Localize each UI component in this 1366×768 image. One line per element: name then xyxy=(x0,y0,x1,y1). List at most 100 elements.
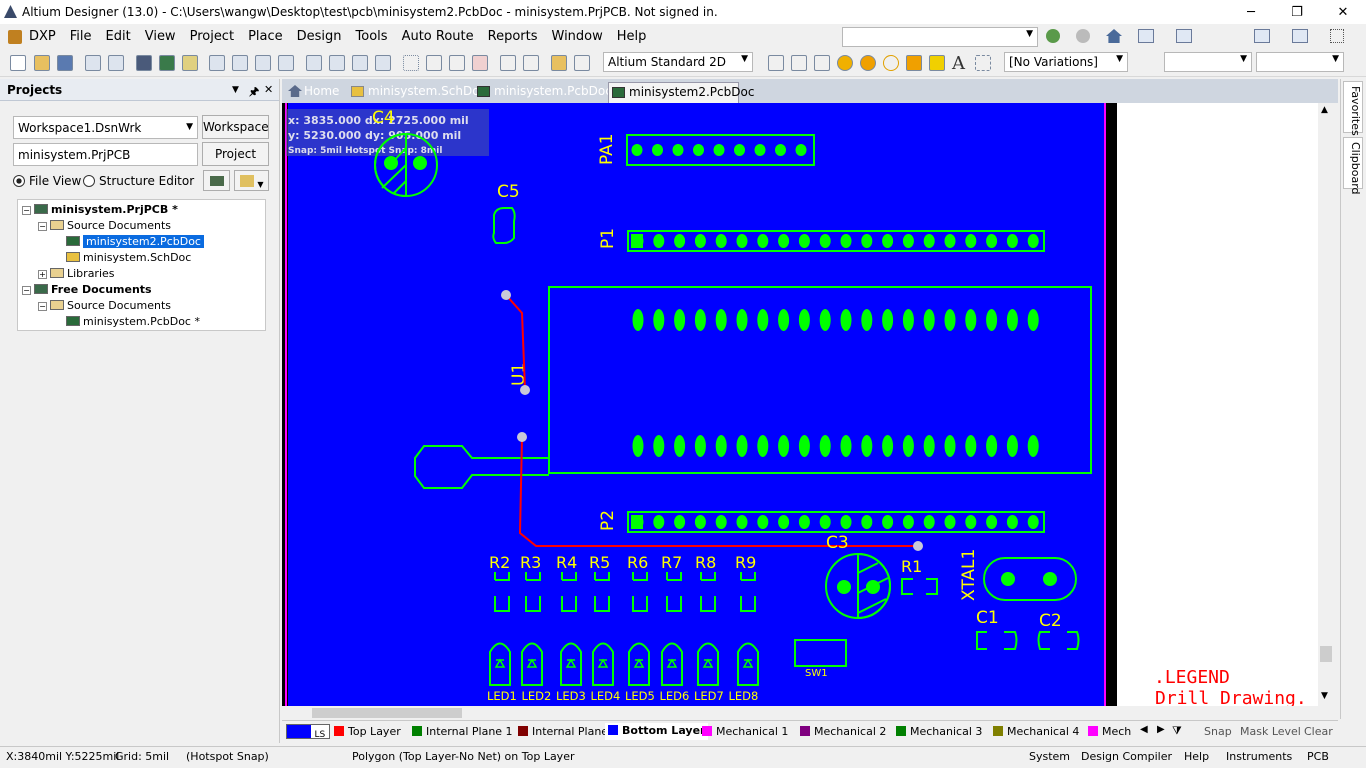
menu-view[interactable]: View xyxy=(144,29,176,44)
expand-icon[interactable]: − xyxy=(22,286,31,295)
pcb-button[interactable]: PCB xyxy=(1307,750,1329,763)
layer-tab[interactable]: Mech xyxy=(1088,725,1131,738)
pin-icon[interactable]: 🖈 xyxy=(249,85,260,98)
compile-button[interactable] xyxy=(203,170,230,191)
layer-tab[interactable]: Top Layer xyxy=(334,725,401,738)
rubber-stamp-icon[interactable] xyxy=(375,55,391,71)
expand-icon[interactable]: − xyxy=(38,222,47,231)
zoom-fit-icon[interactable] xyxy=(209,55,225,71)
vertical-scrollbar[interactable]: ▲ ▼ xyxy=(1318,103,1334,706)
copy-icon[interactable] xyxy=(329,55,345,71)
layer-tab[interactable]: Mechanical 1 xyxy=(702,725,788,738)
structure-editor-radio[interactable]: Structure Editor xyxy=(83,174,194,188)
tab-schdoc[interactable]: minisystem.SchDoc xyxy=(348,82,486,103)
tree-item[interactable]: −Free Documents xyxy=(22,282,152,298)
tree-item[interactable]: minisystem2.PcbDoc xyxy=(54,234,204,250)
cut-icon[interactable] xyxy=(306,55,322,71)
filter-select[interactable]: ▼ xyxy=(1164,52,1252,72)
new-file-icon[interactable] xyxy=(10,55,26,71)
layer-tab[interactable]: Mechanical 3 xyxy=(896,725,982,738)
layer-tab[interactable]: Mechanical 2 xyxy=(800,725,886,738)
print-icon[interactable] xyxy=(85,55,101,71)
project-field[interactable]: minisystem.PrjPCB xyxy=(13,143,198,166)
zoom-select-icon[interactable] xyxy=(255,55,271,71)
tree-item[interactable]: minisystem.PcbDoc * xyxy=(54,314,200,330)
system-button[interactable]: System xyxy=(1029,750,1071,763)
workspace-select[interactable]: Workspace1.DsnWrk▼ xyxy=(13,116,198,139)
select-area-icon[interactable] xyxy=(403,55,419,71)
pcb-tool-icon-3[interactable] xyxy=(1254,29,1270,43)
save-icon[interactable] xyxy=(57,55,73,71)
menu-place[interactable]: Place xyxy=(248,29,283,44)
board-icon-2[interactable] xyxy=(182,55,198,71)
tree-item[interactable]: −Source Documents xyxy=(38,298,171,314)
scroll-thumb[interactable] xyxy=(1320,646,1332,662)
pcb-tool-icon-2[interactable] xyxy=(1176,29,1192,43)
clear-icon[interactable] xyxy=(472,55,488,71)
array-icon[interactable] xyxy=(975,55,991,71)
restore-button[interactable]: ❐ xyxy=(1291,4,1303,20)
scroll-up-icon[interactable]: ▲ xyxy=(1321,105,1328,115)
variations-select[interactable]: [No Variations]▼ xyxy=(1004,52,1128,72)
filter-icon[interactable]: ⧩ xyxy=(1172,724,1182,737)
tab-home[interactable]: Home xyxy=(284,82,344,103)
pcb-tool-icon-1[interactable] xyxy=(1138,29,1154,43)
menu-design[interactable]: Design xyxy=(296,29,342,44)
tree-item[interactable]: −minisystem.PrjPCB * xyxy=(22,202,178,218)
tab-pcbdoc[interactable]: minisystem.PcbDoc * xyxy=(474,82,612,117)
tree-item[interactable]: minisystem.SchDoc xyxy=(54,250,191,266)
tree-item[interactable]: +Libraries xyxy=(38,266,115,282)
tab-pcbdoc2[interactable]: minisystem2.PcbDoc xyxy=(608,82,754,103)
arc-icon[interactable] xyxy=(883,55,899,71)
expand-icon[interactable]: − xyxy=(38,302,47,311)
horizontal-scrollbar[interactable] xyxy=(282,706,1318,720)
board-icon[interactable] xyxy=(159,55,175,71)
scroll-down-icon[interactable]: ▼ xyxy=(1321,691,1328,701)
address-combo[interactable]: ▼ xyxy=(842,27,1038,47)
menu-help[interactable]: Help xyxy=(616,29,647,44)
pcb-tool-icon-4[interactable] xyxy=(1292,29,1308,43)
polygon-icon[interactable] xyxy=(929,55,945,71)
route-multi-icon[interactable] xyxy=(814,55,830,71)
favorites-tab[interactable]: Favorites xyxy=(1343,81,1363,136)
clipboard-tab[interactable]: Clipboard xyxy=(1343,137,1363,195)
mask-level-button[interactable]: Mask Level xyxy=(1240,725,1301,738)
help-button[interactable]: Help xyxy=(1184,750,1210,763)
grid-icon[interactable] xyxy=(1330,29,1344,43)
close-button[interactable]: ✕ xyxy=(1337,4,1349,20)
menu-auto-route[interactable]: Auto Route xyxy=(401,29,474,44)
minimize-button[interactable]: ─ xyxy=(1247,4,1255,20)
fill-icon[interactable] xyxy=(906,55,922,71)
pencil-icon[interactable] xyxy=(551,55,567,71)
layer-scroll-left-icon[interactable]: ◀ xyxy=(1140,724,1148,735)
redo-icon[interactable] xyxy=(523,55,539,71)
workspace-button[interactable]: Workspace xyxy=(202,115,269,139)
menu-reports[interactable]: Reports xyxy=(487,29,538,44)
layer-tab[interactable]: Mechanical 4 xyxy=(993,725,1079,738)
expand-icon[interactable]: − xyxy=(22,206,31,215)
layer-scroll-right-icon[interactable]: ▶ xyxy=(1157,724,1165,735)
string-icon[interactable]: A xyxy=(952,53,965,74)
tree-item[interactable]: −Source Documents xyxy=(38,218,171,234)
zoom-filter-icon[interactable] xyxy=(278,55,294,71)
file-view-radio[interactable]: File View xyxy=(13,174,81,188)
menu-project[interactable]: Project xyxy=(189,29,235,44)
project-button[interactable]: Project xyxy=(202,142,269,166)
pcb-canvas[interactable]: x: 3835.000 dx: 2725.000 mil y: 5230.000… xyxy=(282,103,1325,706)
menu-dxp[interactable]: DXP xyxy=(29,29,56,44)
deselect-icon[interactable] xyxy=(449,55,465,71)
route-diff-icon[interactable] xyxy=(791,55,807,71)
menu-window[interactable]: Window xyxy=(551,29,603,44)
panel-menu-icon[interactable]: ▼ xyxy=(232,85,239,95)
scroll-thumb-h[interactable] xyxy=(312,708,462,718)
menu-tools[interactable]: Tools xyxy=(355,29,388,44)
nav-back-icon[interactable] xyxy=(1046,29,1060,43)
layer-set-button[interactable]: LS xyxy=(286,724,330,740)
snap-button[interactable]: Snap xyxy=(1204,725,1232,738)
pad-icon[interactable] xyxy=(837,55,853,71)
nav-forward-icon[interactable] xyxy=(1076,29,1090,43)
expand-icon[interactable]: + xyxy=(38,270,47,279)
layer-tab[interactable]: Internal Plane 2 xyxy=(518,725,619,738)
paste-icon[interactable] xyxy=(352,55,368,71)
filter-select-2[interactable]: ▼ xyxy=(1256,52,1344,72)
